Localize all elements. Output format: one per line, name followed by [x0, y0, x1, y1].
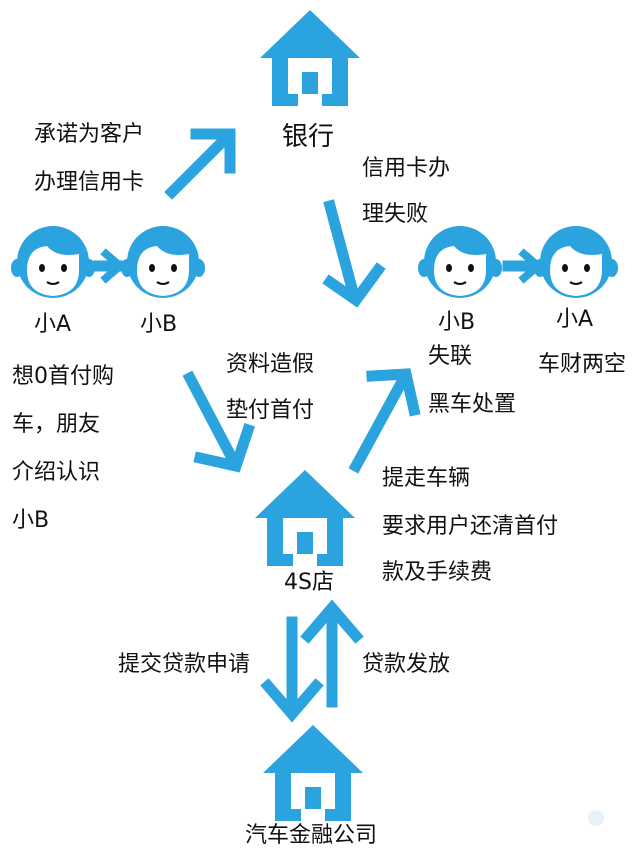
fake-line1: 资料造假: [226, 352, 315, 377]
card-fail-line2: 理失败: [362, 202, 429, 227]
arrow-bank-to-b-icon: [322, 199, 386, 308]
person-a-right-icon: [533, 225, 619, 299]
person-a-left-label: 小A: [34, 312, 72, 337]
take-line2: 要求用户还清首付: [382, 514, 559, 539]
person-a-left-icon: [10, 225, 96, 299]
person-b-left-icon: [120, 225, 206, 299]
finance-company-label: 汽车金融公司: [245, 823, 378, 848]
person-a-right-label: 小A: [556, 307, 594, 332]
arrow-up-to-dealer-icon: [300, 599, 364, 708]
arrow-a-to-b-left-icon: [82, 248, 127, 284]
want-line3: 介绍认识: [12, 460, 101, 485]
lost-contact-label: 失联: [428, 344, 473, 369]
dealer-label: 4S店: [284, 570, 334, 595]
arrow-to-bank-icon: [164, 128, 236, 200]
promise-line2: 办理信用卡: [34, 170, 145, 195]
arrow-to-dealer-icon: [182, 370, 255, 473]
decorative-dot: [588, 810, 604, 826]
dealer-house-icon: [255, 470, 355, 566]
person-b-right-icon: [417, 225, 503, 299]
black-car-label: 黑车处置: [428, 392, 517, 417]
car-money-lost-label: 车财两空: [538, 352, 627, 377]
loan-release-label: 贷款发放: [362, 652, 451, 677]
person-b-left-label: 小B: [140, 312, 178, 337]
want-line1: 想0首付购: [12, 364, 114, 389]
want-line4: 小B: [12, 508, 50, 533]
arrow-down-to-finance-icon: [260, 616, 324, 723]
promise-line1: 承诺为客户: [34, 122, 145, 147]
finance-house-icon: [263, 725, 363, 821]
bank-label: 银行: [282, 122, 335, 152]
want-line2: 车，朋友: [12, 412, 101, 437]
take-line1: 提走车辆: [382, 466, 471, 491]
card-fail-line1: 信用卡办: [362, 156, 451, 181]
submit-loan-label: 提交贷款申请: [118, 652, 251, 677]
fake-line2: 垫付首付: [226, 398, 315, 423]
take-line3: 款及手续费: [382, 560, 493, 585]
arrow-dealer-to-b-icon: [348, 368, 421, 474]
bank-house-icon: [260, 10, 360, 106]
person-b-right-label: 小B: [438, 310, 476, 335]
arrow-b-to-a-right-icon: [502, 248, 545, 284]
